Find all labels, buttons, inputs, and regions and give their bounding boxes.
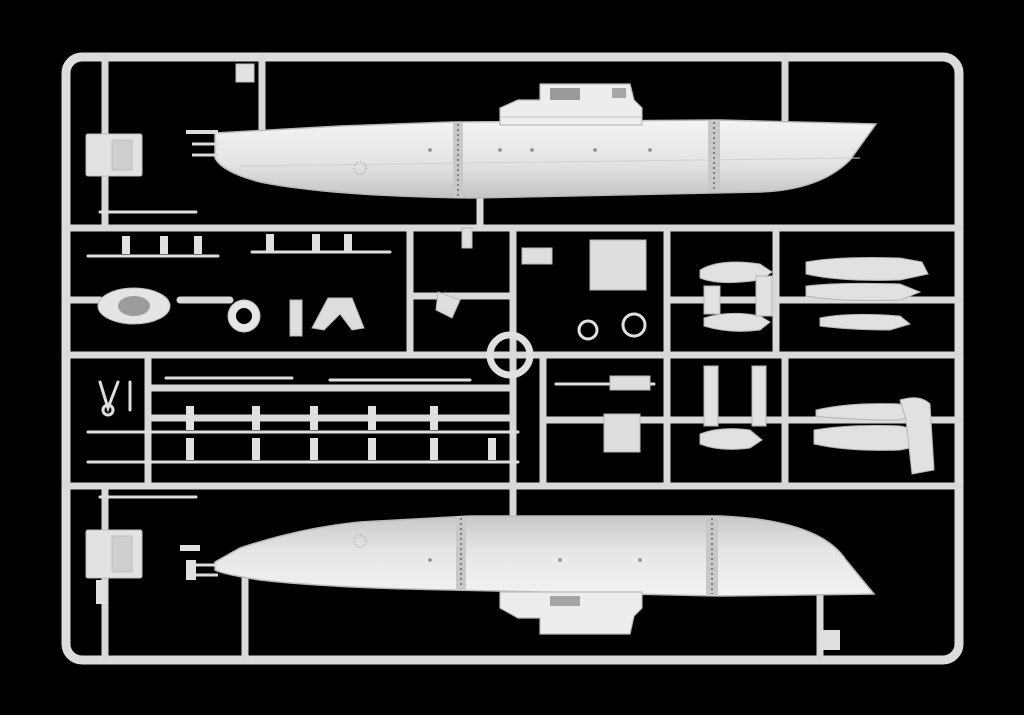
rod-parts	[86, 210, 656, 499]
gate-stubs	[122, 234, 496, 460]
sprue-runners	[62, 53, 963, 664]
small-parts-bottom	[96, 545, 840, 650]
mechanism-parts	[289, 227, 651, 453]
crew-figures	[699, 257, 935, 475]
small-parts-left	[85, 63, 255, 579]
hatch-parts	[97, 287, 534, 379]
hull-half-lower	[190, 515, 876, 635]
small-parts-lower-left	[98, 380, 132, 417]
hull-half-upper	[186, 83, 878, 199]
